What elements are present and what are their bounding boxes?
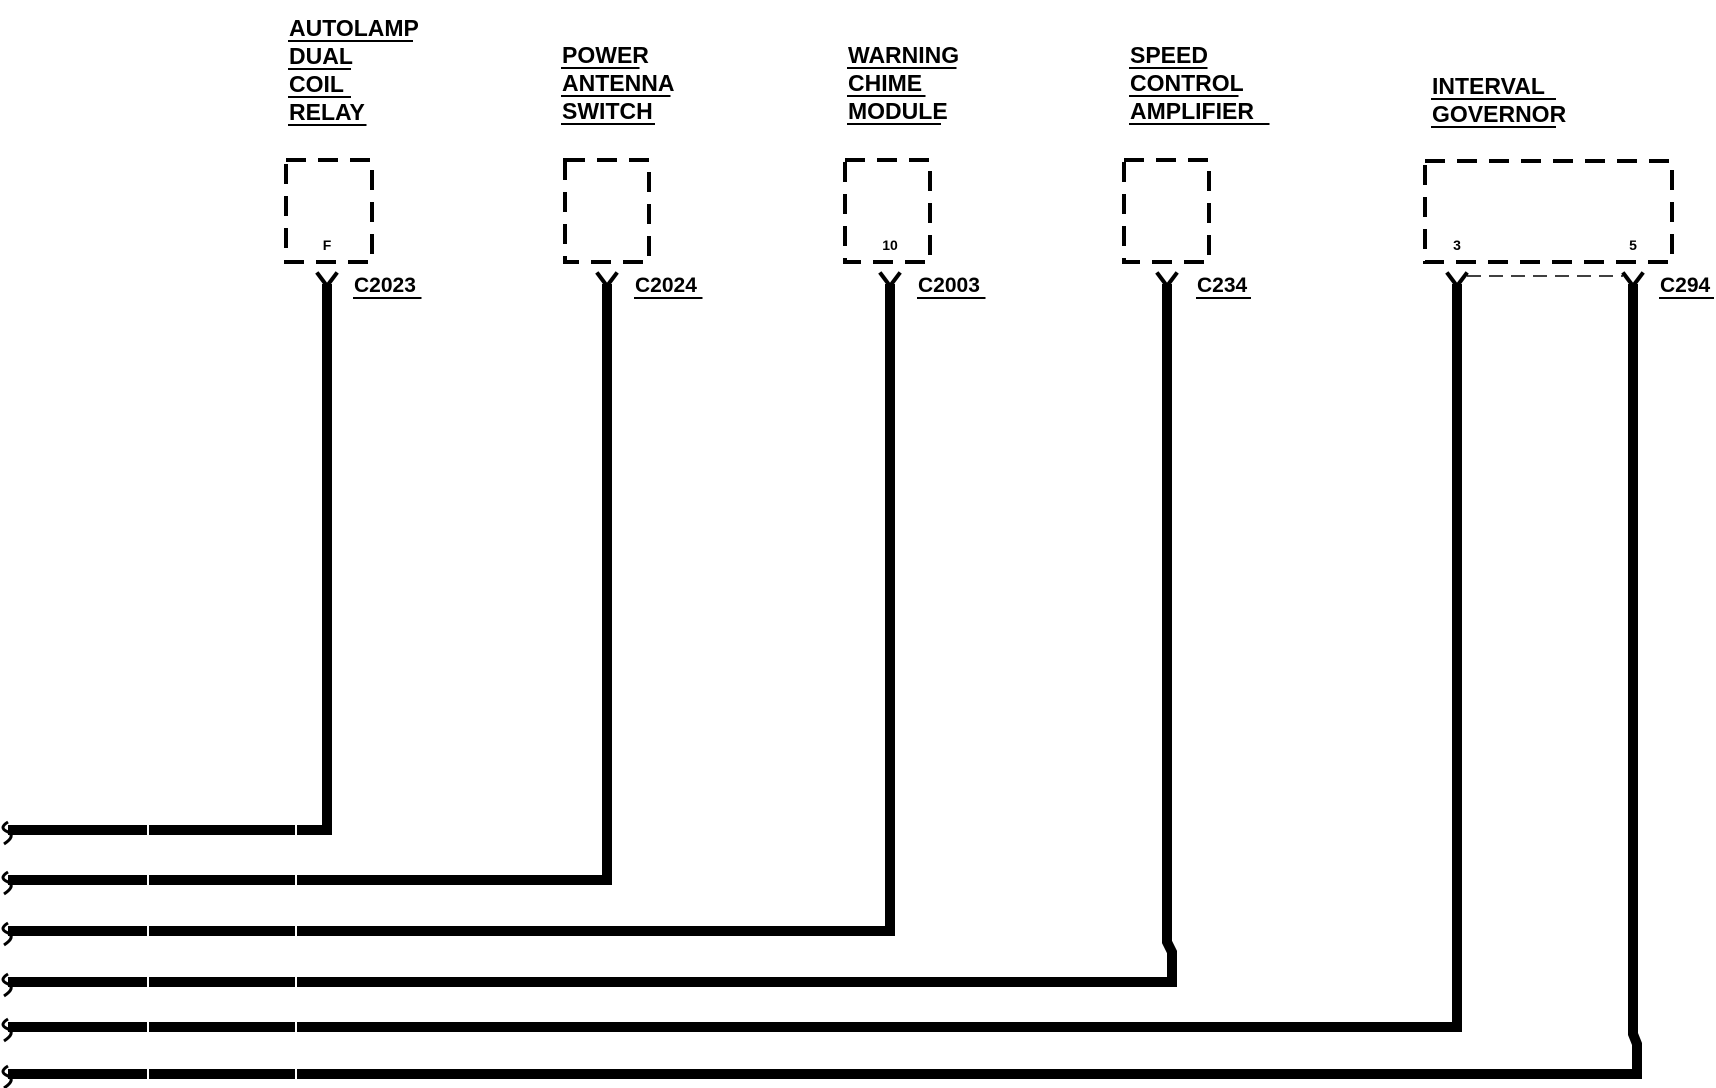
wire xyxy=(8,284,332,835)
component-label-line: SWITCH xyxy=(562,98,653,124)
wire-break-symbol xyxy=(1,921,13,947)
connector-label: C234 xyxy=(1197,274,1248,297)
component-label-line: INTERVAL xyxy=(1432,73,1545,99)
connector-label: C2003 xyxy=(918,274,980,297)
wire xyxy=(8,284,1462,1032)
connector-label: C2024 xyxy=(635,274,697,297)
wire xyxy=(8,284,1177,987)
connector-label: C294 xyxy=(1660,274,1711,297)
wire-break-symbol xyxy=(1,1017,13,1043)
component-label-line: COIL xyxy=(289,71,344,97)
wire xyxy=(8,284,895,936)
component-box xyxy=(563,158,651,264)
wire xyxy=(8,284,612,885)
component-label-line: GOVERNOR xyxy=(1432,101,1567,127)
wire-break-symbol xyxy=(1,972,13,998)
wire-break-symbol xyxy=(1,870,13,896)
component-label-line: WARNING xyxy=(848,42,959,68)
component-label-line: CHIME xyxy=(848,70,922,96)
component-label-line: ANTENNA xyxy=(562,70,674,96)
pin-label: 10 xyxy=(882,237,898,253)
component-box xyxy=(284,158,374,264)
component-label-line: DUAL xyxy=(289,43,353,69)
pin-label: 3 xyxy=(1453,237,1461,253)
pin-label: 5 xyxy=(1629,237,1637,253)
component-box xyxy=(843,158,932,264)
component-label-line: RELAY xyxy=(289,99,365,125)
component-box xyxy=(1423,159,1674,264)
component-label-line: CONTROL xyxy=(1130,70,1244,96)
component-label-line: MODULE xyxy=(848,98,948,124)
component-label-line: SPEED xyxy=(1130,42,1208,68)
wire-break-symbol xyxy=(1,820,13,846)
component-box xyxy=(1122,158,1211,264)
connector-label: C2023 xyxy=(354,274,416,297)
pin-label: F xyxy=(323,237,332,253)
wire xyxy=(8,284,1642,1079)
component-label-line: AMPLIFIER xyxy=(1130,98,1254,124)
wire-break-symbol xyxy=(1,1064,13,1088)
component-label-line: AUTOLAMP xyxy=(289,15,419,41)
component-label-line: POWER xyxy=(562,42,649,68)
